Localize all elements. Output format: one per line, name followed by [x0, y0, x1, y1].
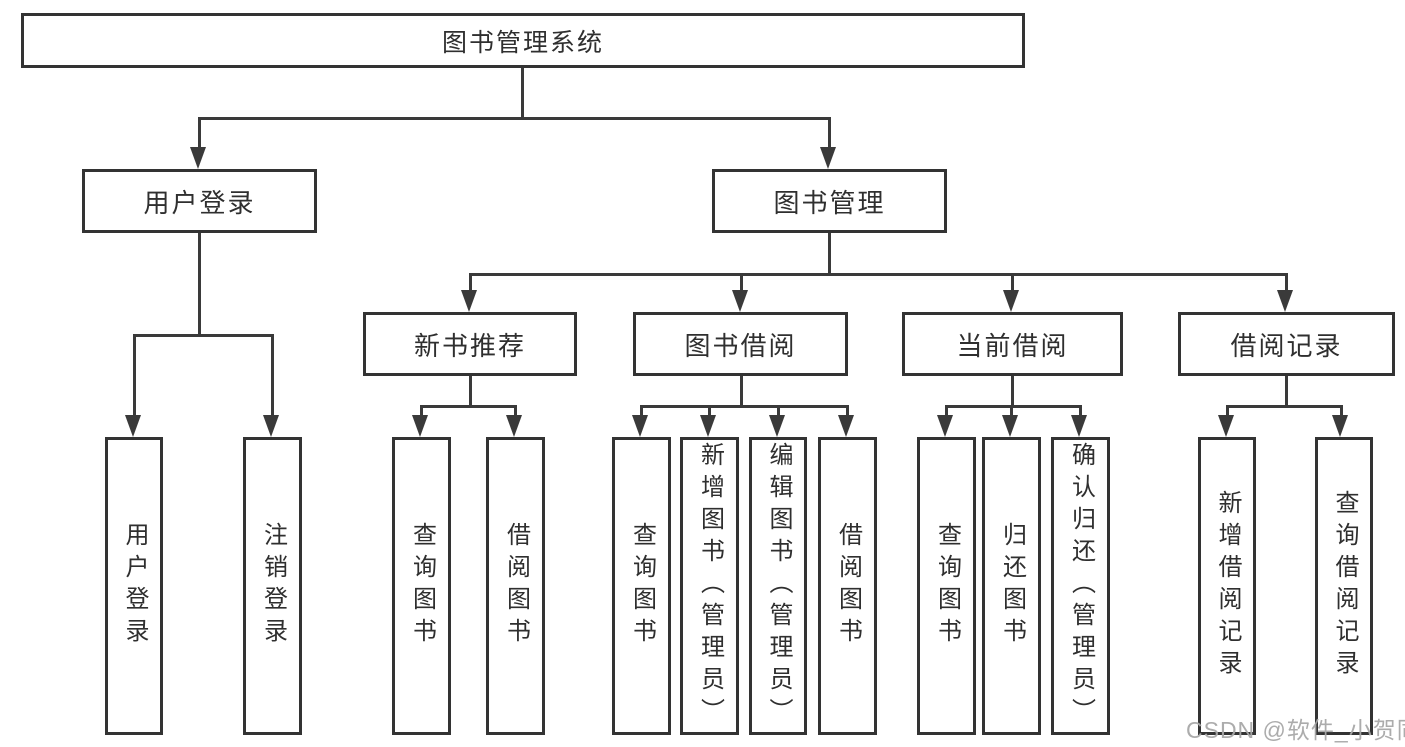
connector-borrow-bus	[640, 405, 848, 408]
arrowhead-borrow2	[838, 415, 854, 437]
connector-stub-records	[1285, 273, 1288, 293]
arrowhead-leaf-logout	[263, 415, 279, 437]
node-new-book-recommend: 新书推荐	[363, 312, 577, 376]
connector-records-trunk	[1285, 376, 1288, 408]
connector-stub-recommend	[469, 273, 472, 293]
csdn-watermark: CSDN @软件_小贺同学	[1186, 717, 1405, 743]
leaf-return-books-label: 归还图书	[998, 522, 1026, 650]
connector-stem-confirm-return	[1079, 405, 1082, 419]
node-book-borrow: 图书借阅	[633, 312, 848, 376]
connector-stem-borrow2	[846, 405, 849, 419]
arrowhead-add-record	[1218, 415, 1234, 437]
leaf-query-books-current: 查询图书	[917, 437, 976, 735]
node-book-management-label: 图书管理	[773, 187, 886, 218]
arrowhead-query2	[632, 415, 648, 437]
arrowhead-user-login	[190, 147, 206, 169]
connector-stem-query2	[640, 405, 643, 419]
node-root-label: 图书管理系统	[441, 28, 604, 57]
node-new-book-recommend-label: 新书推荐	[413, 330, 526, 361]
leaf-user-login: 用户登录	[105, 437, 163, 735]
leaf-logout-label: 注销登录	[259, 522, 287, 650]
node-root: 图书管理系统	[21, 13, 1025, 68]
leaf-borrow-books: 借阅图书	[818, 437, 877, 735]
connector-root-trunk	[521, 68, 524, 119]
connector-stem-leaf-user-login	[133, 334, 136, 418]
arrowhead-current	[1003, 290, 1019, 312]
connector-stem-leaf-logout	[271, 334, 274, 418]
leaf-borrow-books-label: 借阅图书	[834, 522, 862, 650]
leaf-add-books-admin: 新增图书（管理员）	[680, 437, 739, 735]
connector-stub-borrow	[740, 273, 743, 293]
connector-mgmt-bus	[469, 273, 1288, 276]
connector-stub-current	[1011, 273, 1014, 293]
connector-stem-add-book	[708, 405, 711, 419]
leaf-borrow-books-recommend: 借阅图书	[486, 437, 545, 735]
leaf-query-books-current-label: 查询图书	[933, 522, 961, 650]
leaf-return-books: 归还图书	[982, 437, 1041, 735]
connector-stem-query1	[420, 405, 423, 419]
connector-stem-query-record	[1340, 405, 1343, 419]
node-user-login-label: 用户登录	[143, 187, 256, 218]
arrowhead-query1	[412, 415, 428, 437]
node-borrow-records-label: 借阅记录	[1230, 330, 1343, 361]
leaf-confirm-return-admin-label: 确认归还（管理员）	[1067, 442, 1095, 730]
arrowhead-query-record	[1332, 415, 1348, 437]
arrowhead-book-management	[820, 147, 836, 169]
connector-stem-query3	[945, 405, 948, 419]
leaf-add-borrow-record: 新增借阅记录	[1198, 437, 1256, 735]
arrowhead-edit-book	[769, 415, 785, 437]
node-book-management: 图书管理	[712, 169, 947, 233]
connector-recommend-bus	[420, 405, 517, 408]
arrowhead-add-book	[700, 415, 716, 437]
connector-root-bus	[198, 117, 831, 120]
leaf-edit-books-admin: 编辑图书（管理员）	[749, 437, 807, 735]
leaf-query-books-borrow: 查询图书	[612, 437, 671, 735]
connector-stem-return	[1010, 405, 1013, 419]
node-book-borrow-label: 图书借阅	[684, 330, 797, 361]
connector-current-trunk	[1011, 376, 1014, 408]
arrowhead-leaf-user-login	[125, 415, 141, 437]
arrowhead-borrow1	[506, 415, 522, 437]
connector-stem-edit-book	[777, 405, 780, 419]
leaf-query-books-borrow-label: 查询图书	[628, 522, 656, 650]
leaf-query-borrow-record-label: 查询借阅记录	[1331, 490, 1358, 682]
connector-mgmt-trunk	[828, 233, 831, 276]
leaf-user-login-label: 用户登录	[121, 522, 148, 650]
connector-current-bus	[945, 405, 1081, 408]
node-user-login: 用户登录	[82, 169, 317, 233]
leaf-confirm-return-admin: 确认归还（管理员）	[1051, 437, 1110, 735]
connector-recommend-trunk	[469, 376, 472, 408]
connector-records-bus	[1226, 405, 1342, 408]
connector-login-bus	[133, 334, 274, 337]
connector-login-trunk	[198, 233, 201, 337]
leaf-edit-books-admin-label: 编辑图书（管理员）	[765, 442, 792, 730]
leaf-query-books-recommend-label: 查询图书	[408, 522, 436, 650]
leaf-add-borrow-record-label: 新增借阅记录	[1214, 490, 1241, 682]
arrowhead-recommend	[461, 290, 477, 312]
leaf-borrow-books-recommend-label: 借阅图书	[502, 522, 530, 650]
connector-stub-book-management	[828, 117, 831, 149]
connector-stem-borrow1	[514, 405, 517, 419]
arrowhead-confirm-return	[1071, 415, 1087, 437]
connector-stem-add-record	[1226, 405, 1229, 419]
node-borrow-records: 借阅记录	[1178, 312, 1395, 376]
connector-stub-user-login	[198, 117, 201, 149]
connector-borrow-trunk	[740, 376, 743, 408]
node-current-borrow-label: 当前借阅	[956, 330, 1069, 361]
leaf-query-borrow-record: 查询借阅记录	[1315, 437, 1373, 735]
leaf-add-books-admin-label: 新增图书（管理员）	[696, 442, 724, 730]
arrowhead-query3	[937, 415, 953, 437]
arrowhead-return	[1002, 415, 1018, 437]
node-current-borrow: 当前借阅	[902, 312, 1123, 376]
arrowhead-borrow	[732, 290, 748, 312]
leaf-logout: 注销登录	[243, 437, 302, 735]
leaf-query-books-recommend: 查询图书	[392, 437, 451, 735]
arrowhead-records	[1277, 290, 1293, 312]
